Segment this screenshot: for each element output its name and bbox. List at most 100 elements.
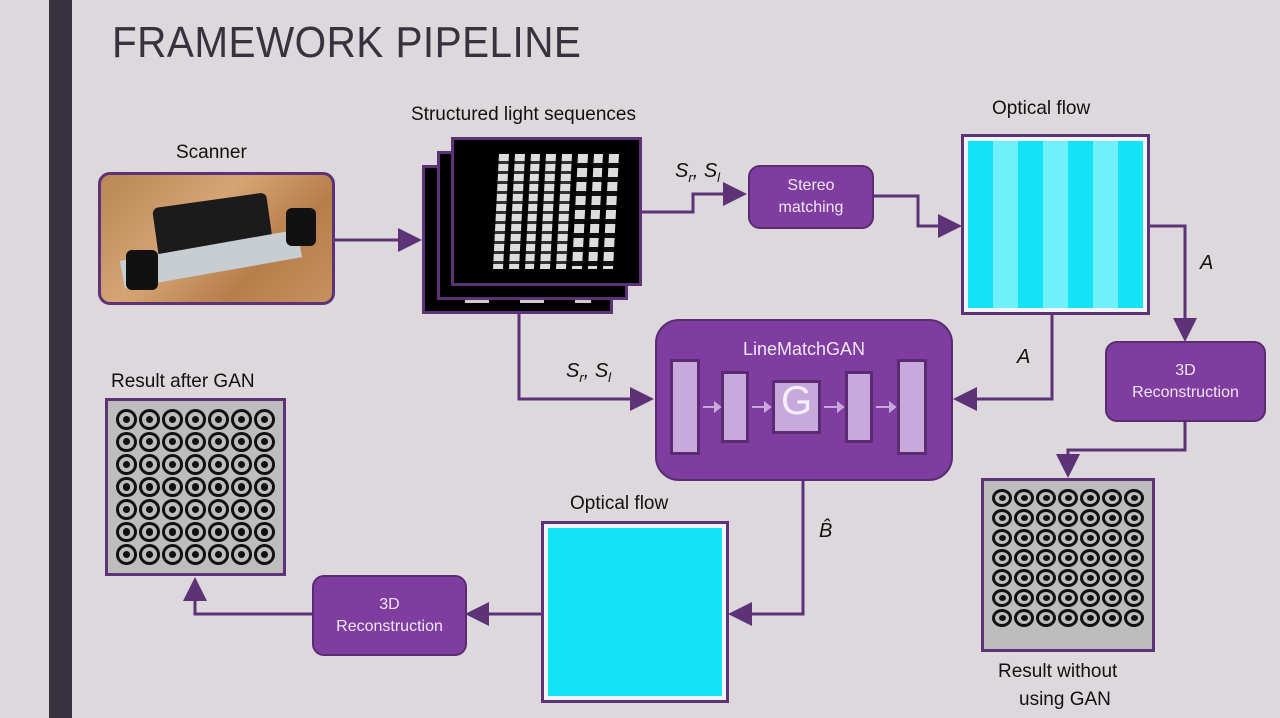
gan-title: LineMatchGAN xyxy=(742,339,866,359)
target-marker-icon xyxy=(992,589,1012,607)
gan-decoder-layer-1 xyxy=(845,371,873,443)
target-marker-icon xyxy=(992,569,1012,587)
target-marker-icon xyxy=(139,476,160,498)
target-marker-icon xyxy=(992,609,1012,627)
target-marker-icon xyxy=(116,454,137,475)
target-marker-icon xyxy=(1102,609,1122,627)
optical-flow-top-label: Optical flow xyxy=(992,98,1091,119)
optical-flow-top-image xyxy=(961,134,1150,315)
target-marker-icon xyxy=(1102,569,1122,587)
target-marker-icon xyxy=(1036,509,1056,527)
stereo-line1: Stereo xyxy=(787,177,835,194)
result-after-gan-label: Result after GAN xyxy=(111,371,255,392)
target-marker-icon xyxy=(1036,589,1056,607)
target-marker-icon xyxy=(1058,589,1078,607)
target-marker-icon xyxy=(231,499,252,520)
target-marker-icon xyxy=(208,454,229,475)
wire-flow-to-gan xyxy=(953,315,1054,411)
target-marker-icon xyxy=(139,409,160,430)
stereo-matching-box: Stereo matching xyxy=(748,165,874,229)
target-marker-icon xyxy=(1124,489,1144,507)
target-marker-icon xyxy=(254,454,275,475)
target-marker-icon xyxy=(254,521,275,543)
wire-recon-to-result-gan xyxy=(183,577,313,616)
target-marker-icon xyxy=(139,454,160,475)
recon-right-line2: Reconstruction xyxy=(1132,383,1239,401)
target-marker-icon xyxy=(1036,549,1056,567)
target-marker-icon xyxy=(1080,489,1100,507)
target-marker-icon xyxy=(1036,529,1056,547)
gan-decoder-layer-2 xyxy=(897,359,927,455)
target-marker-icon xyxy=(208,431,229,453)
target-marker-icon xyxy=(231,454,252,475)
target-marker-icon xyxy=(1036,489,1056,507)
target-marker-icon xyxy=(1058,529,1078,547)
scanner-label: Scanner xyxy=(176,142,247,163)
target-marker-icon xyxy=(254,476,275,498)
target-marker-icon xyxy=(208,544,229,565)
target-marker-icon xyxy=(162,409,183,430)
target-marker-icon xyxy=(208,476,229,498)
target-marker-icon xyxy=(992,549,1012,567)
optical-flow-bottom-label: Optical flow xyxy=(570,493,669,514)
target-marker-icon xyxy=(116,476,137,498)
a-label-mid: A xyxy=(1017,346,1031,368)
target-marker-icon xyxy=(116,431,137,453)
target-marker-icon xyxy=(1124,609,1144,627)
target-marker-icon xyxy=(1014,549,1034,567)
target-marker-icon xyxy=(254,431,275,453)
target-marker-icon xyxy=(1124,549,1144,567)
target-marker-icon xyxy=(162,499,183,520)
target-marker-icon xyxy=(1124,589,1144,607)
target-marker-icon xyxy=(231,476,252,498)
target-marker-icon xyxy=(1124,569,1144,587)
result-without-gan-image xyxy=(981,478,1155,652)
target-marker-icon xyxy=(1014,569,1034,587)
target-marker-icon xyxy=(1058,569,1078,587)
wire-sl-to-gan xyxy=(517,314,654,411)
gan-encoder-layer-2 xyxy=(721,371,749,443)
target-marker-icon xyxy=(162,544,183,565)
target-marker-icon xyxy=(185,544,206,565)
target-marker-icon xyxy=(185,454,206,475)
target-marker-icon xyxy=(162,454,183,475)
recon-bottom-line2: Reconstruction xyxy=(336,617,443,635)
recon-right-line1: 3D xyxy=(1175,361,1196,379)
gan-inner-arrows xyxy=(703,400,897,414)
sr-sl-label-top: Sr, Sl xyxy=(675,160,721,185)
target-marker-icon xyxy=(116,544,137,565)
target-marker-icon xyxy=(1102,489,1122,507)
target-marker-icon xyxy=(1124,509,1144,527)
target-marker-icon xyxy=(139,499,160,520)
target-marker-icon xyxy=(231,409,252,430)
target-marker-icon xyxy=(1080,549,1100,567)
target-marker-icon xyxy=(231,521,252,543)
target-marker-icon xyxy=(1014,509,1034,527)
stereo-line2: matching xyxy=(778,199,844,216)
target-marker-icon xyxy=(162,521,183,543)
target-marker-icon xyxy=(231,544,252,565)
target-marker-icon xyxy=(116,521,137,543)
wire-gan-to-flow xyxy=(728,478,805,626)
structured-light-label: Structured light sequences xyxy=(411,104,636,125)
target-marker-icon xyxy=(208,409,229,430)
reconstruction-box-right: 3D Reconstruction xyxy=(1105,341,1266,422)
target-marker-icon xyxy=(1080,609,1100,627)
target-marker-icon xyxy=(139,544,160,565)
target-marker-icon xyxy=(992,529,1012,547)
gan-encoder-layer-1 xyxy=(670,359,700,455)
target-marker-icon xyxy=(185,499,206,520)
optical-flow-bottom-image xyxy=(541,521,729,703)
wire-flow-to-recon xyxy=(1150,224,1197,342)
result-after-gan-image xyxy=(105,398,286,576)
a-label-right: A xyxy=(1200,252,1214,274)
target-marker-icon xyxy=(1014,609,1034,627)
page-title: FRAMEWORK PIPELINE xyxy=(112,18,582,67)
target-marker-icon xyxy=(1102,589,1122,607)
sl-frame-1 xyxy=(451,137,642,286)
target-marker-icon xyxy=(1036,569,1056,587)
target-marker-icon xyxy=(208,521,229,543)
target-marker-icon xyxy=(992,489,1012,507)
